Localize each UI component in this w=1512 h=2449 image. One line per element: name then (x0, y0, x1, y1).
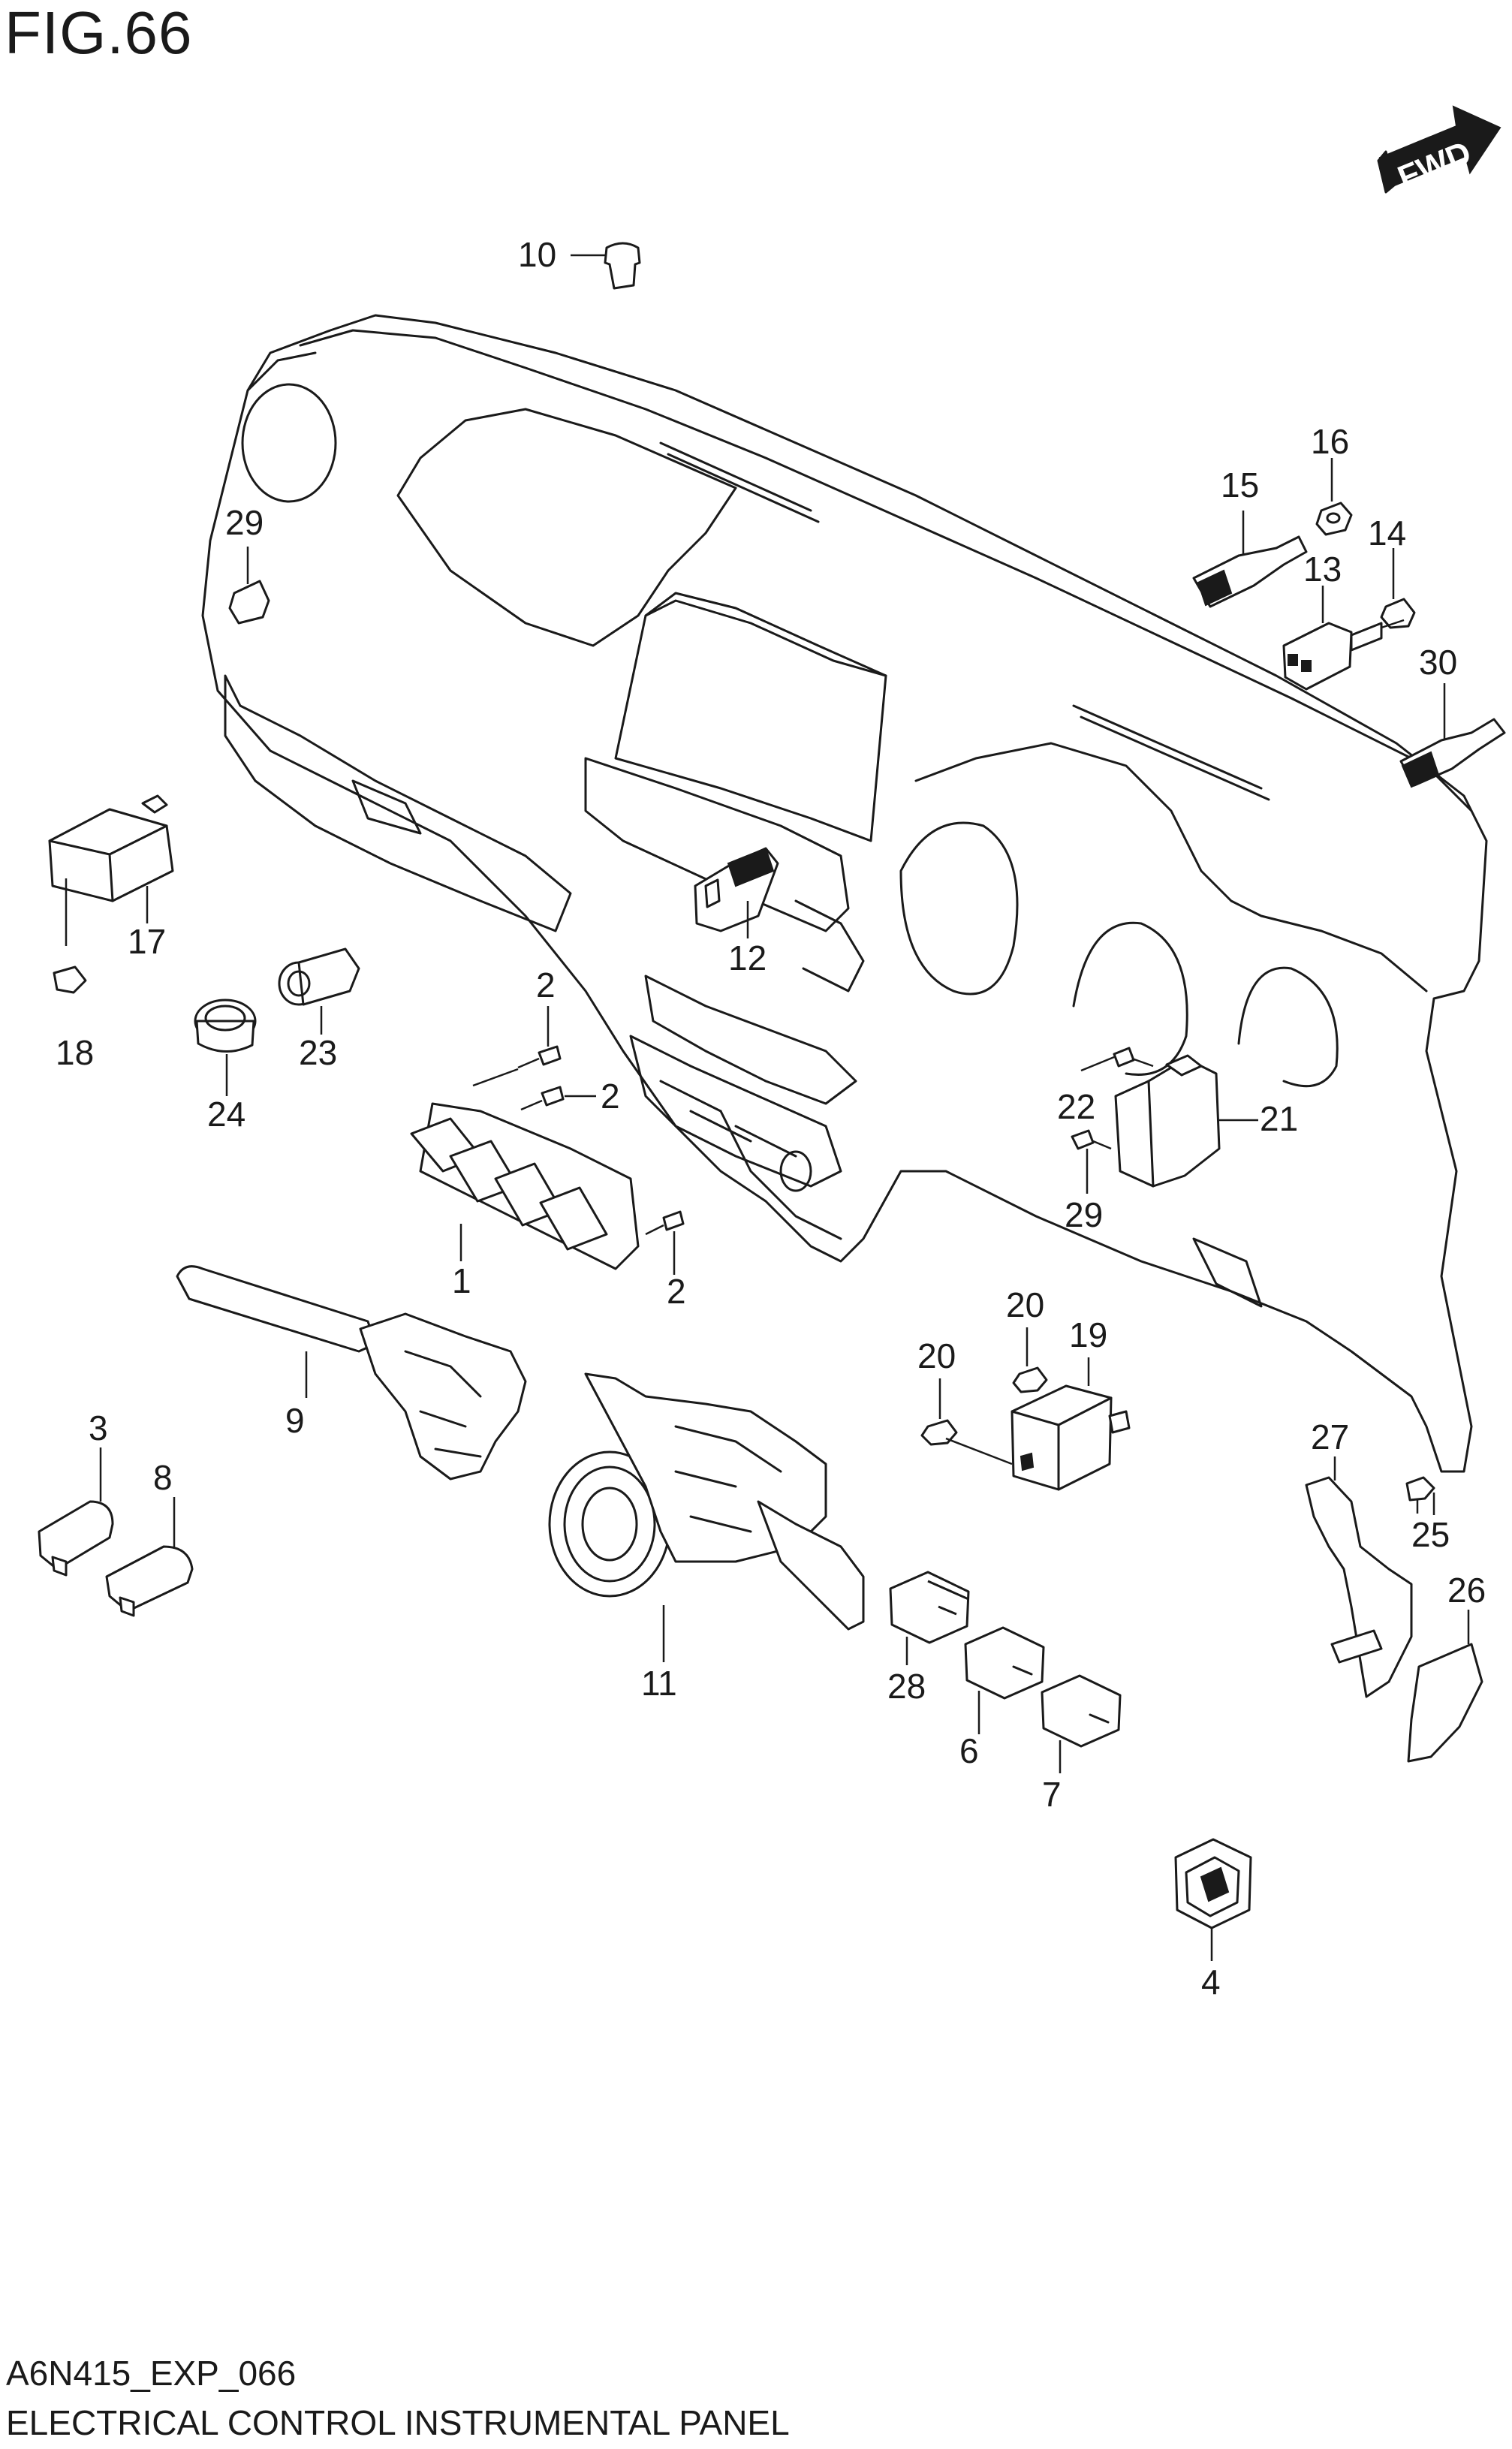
part-16-nut (1315, 458, 1353, 536)
callout-1: 1 (452, 1261, 471, 1300)
callout-9: 9 (285, 1401, 305, 1440)
callout-27: 27 (1311, 1417, 1349, 1456)
callout-11: 11 (641, 1664, 677, 1703)
part-29-clip (228, 547, 270, 625)
callout-7: 7 (1042, 1775, 1062, 1814)
callout-24: 24 (207, 1095, 245, 1134)
callout-2-low: 2 (667, 1272, 686, 1311)
part-27-bracket (1305, 1456, 1413, 1698)
part-12-switch (694, 847, 779, 938)
part-23-socket (278, 947, 360, 1035)
part-20-nuts (920, 1327, 1048, 1465)
callout-14: 14 (1368, 514, 1406, 553)
part-30-sensor (1399, 683, 1506, 788)
part-17-module (48, 794, 174, 946)
part-2-screws (472, 1006, 685, 1275)
part-10-clip (571, 242, 641, 290)
callout-21: 21 (1260, 1099, 1298, 1138)
callout-28: 28 (887, 1667, 926, 1706)
part-3-button (38, 1447, 114, 1577)
callout-16: 16 (1311, 422, 1349, 461)
part-11-combination-switch (548, 1372, 865, 1662)
callout-2-mid: 2 (601, 1077, 620, 1116)
callout-12: 12 (728, 938, 767, 977)
figure-code: A6N415_EXP_066 (6, 2354, 297, 2393)
callout-26: 26 (1447, 1571, 1486, 1610)
part-8-button (105, 1497, 194, 1617)
figure-name: ELECTRICAL CONTROL INSTRUMENTAL PANEL (6, 2403, 790, 2442)
part-19-module (1011, 1357, 1131, 1491)
part-29-clip-lower (1071, 1129, 1112, 1194)
callout-6: 6 (959, 1731, 979, 1770)
part-28-switch (889, 1571, 970, 1665)
part-4-switch (1174, 1838, 1252, 1961)
part-18-grommet (53, 965, 87, 994)
callout-18: 18 (56, 1033, 94, 1072)
callout-15: 15 (1221, 465, 1259, 505)
callout-2-top: 2 (536, 965, 556, 1005)
part-21-module (1114, 1054, 1258, 1188)
callout-20-right: 20 (1006, 1285, 1044, 1324)
part-25-bolt (1405, 1476, 1435, 1515)
callout-13: 13 (1303, 550, 1342, 589)
part-14-grommet (1380, 548, 1416, 629)
part-6-switch (964, 1626, 1045, 1734)
instrument-panel (201, 314, 1488, 1473)
part-1-switch-panel (410, 1102, 640, 1270)
callout-3: 3 (89, 1408, 108, 1447)
callout-20-left: 20 (917, 1336, 956, 1375)
callout-25: 25 (1411, 1515, 1450, 1554)
callout-8: 8 (153, 1458, 173, 1497)
callout-22: 22 (1057, 1087, 1095, 1126)
callout-17: 17 (128, 922, 166, 961)
part-24-socket (194, 999, 257, 1096)
part-7-switch (1041, 1674, 1122, 1773)
fwd-arrow-icon: FWD (1377, 105, 1501, 197)
callout-4: 4 (1201, 1963, 1221, 2002)
callout-23: 23 (299, 1033, 337, 1072)
part-22-screw (1080, 1047, 1154, 1072)
part-13-switch (1282, 586, 1405, 691)
callout-30: 30 (1419, 643, 1457, 682)
callout-19: 19 (1069, 1315, 1107, 1354)
callout-29-lower: 29 (1065, 1195, 1103, 1234)
callout-29-upper: 29 (225, 503, 264, 542)
part-26-panel (1407, 1610, 1483, 1763)
callout-10: 10 (518, 235, 556, 274)
part-15-sensor (1192, 511, 1308, 608)
part-9-lever (176, 1265, 527, 1481)
figure-title: FIG.66 (5, 0, 193, 66)
